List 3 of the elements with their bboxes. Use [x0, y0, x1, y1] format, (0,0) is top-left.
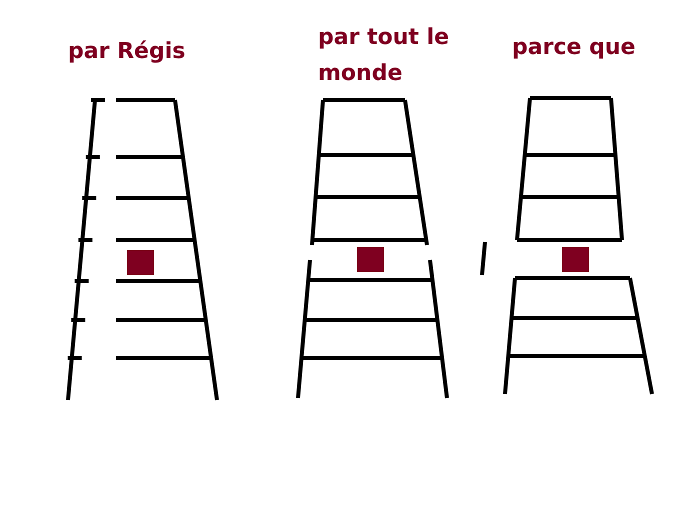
ladder-title: parce que — [512, 34, 636, 62]
ladder-title: par tout le monde — [318, 24, 450, 88]
ladder-title: par Régis — [68, 38, 186, 66]
